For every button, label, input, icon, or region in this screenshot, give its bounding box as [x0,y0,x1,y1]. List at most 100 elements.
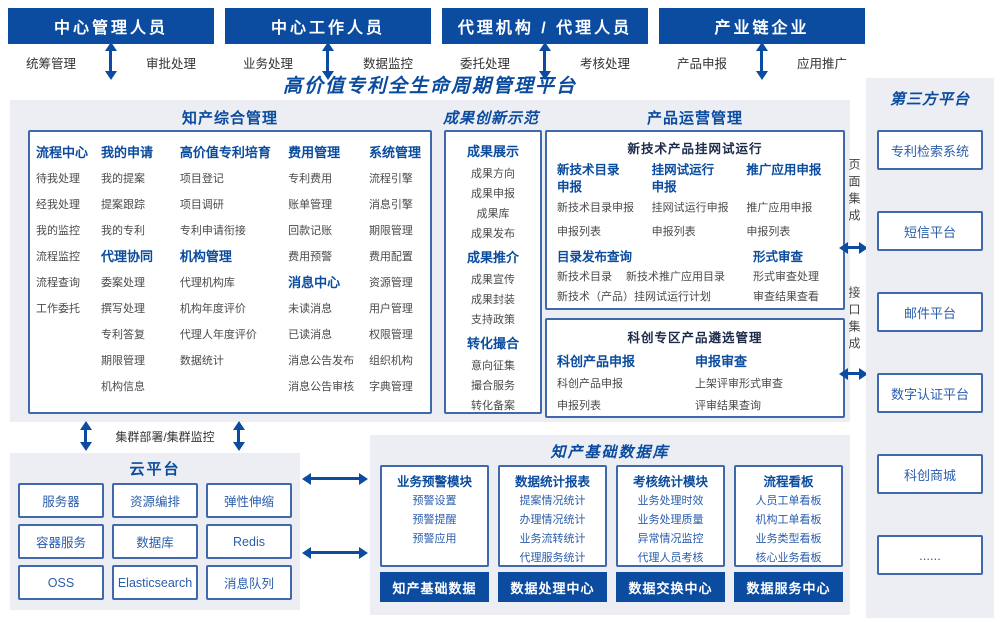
menu-item: 支持政策 [471,314,515,326]
section-title-ip-database: 知产基础数据库 [550,444,670,461]
database-module-box: 流程看板 人员工单看板机构工单看板业务类型看板核心业务看板 [734,465,843,567]
role-banner-row: 中心管理人员 统筹管理 审批处理 中心工作人员 业务处理 数据监控 代理机构 /… [8,8,865,72]
menu-items: 上架评审形式审查评审结果查询 [695,373,833,417]
menu-item: 意向征集 [471,360,515,372]
menu-item: 上架评审形式审查 [695,378,783,390]
database-center-bar: 数据服务中心 [734,572,843,602]
menu-item: 专利费用 [288,173,333,185]
menu-group-header: 高价值专利培育 [179,145,271,160]
menu-item: 我的监控 [36,225,80,237]
menu-items: 流程引擎消息引擎期限管理费用配置资源管理用户管理权限管理组织机构字典管理 [369,166,424,400]
updown-double-arrow-icon [84,429,87,443]
menu-group: 系统管理 流程引擎消息引擎期限管理费用配置资源管理用户管理权限管理组织机构字典管… [369,140,424,400]
menu-items: 代理机构库机构年度评价代理人年度评价数据统计 [180,270,280,374]
menu-column: 挂网试运行申报 挂网试运行申报申报列表 [652,162,739,244]
role-banner: 产业链企业 [659,8,865,44]
menu-item: 挂网试运行申报 [651,202,729,214]
updown-double-arrow-icon [109,50,112,72]
catalog-query-group: 目录发布查询 新技术目录新技术推广应用目录 新技术（产品）挂网试运行计划 [557,247,753,307]
menu-item: 新技术目录 [557,271,612,283]
third-party-panel: 第三方平台 专利检索系统短信平台邮件平台数字认证平台科创商城...... [866,78,994,618]
menu-item: 预警提醒 [412,514,457,526]
menu-items: 待我处理经我处理我的监控流程监控流程查询工作委托 [36,166,93,322]
cloud-service-box: 资源编排 [112,483,198,518]
cloud-service-box: 弹性伸缩 [206,483,292,518]
role-function-left-label: 统筹管理 [26,57,77,71]
updown-double-arrow-icon [326,50,329,72]
updown-double-arrow-icon [543,50,546,72]
menu-items: 提案情况统计办理情况统计业务流转统计代理服务统计 [500,492,605,568]
menu-item: 代理机构库 [179,277,235,289]
menu-column: 流程中心 待我处理经我处理我的监控流程监控流程查询工作委托 [36,140,93,404]
menu-group-header: 数据统计报表 [514,475,590,489]
third-party-box: 数字认证平台 [877,373,983,413]
menu-group-header: 系统管理 [368,145,421,160]
menu-item: 新技术（产品）挂网试运行计划 [557,291,711,303]
declare-columns: 科创产品申报 科创产品申报申报列表 申报审查 上架评审形式审查评审结果查询 [557,351,833,417]
menu-item: 我的提案 [101,173,146,185]
menu-item: 形式审查处理 [753,271,819,283]
menu-item: 评审结果查询 [695,400,761,412]
menu-item: 成果宣传 [471,274,515,286]
menu-group-header: 形式审查 [753,250,804,264]
menu-group-header: 成果推介 [466,250,519,265]
third-party-box: 科创商城 [877,454,983,494]
menu-group: 消息中心 未读消息已读消息消息公告发布消息公告审核 [288,270,361,400]
menu-group: 成果推介 成果宣传成果封装支持政策 [448,246,538,330]
menu-group-header: 科创产品申报 [557,354,636,369]
scitech-selection-box: 科创专区产品遴选管理 科创产品申报 科创产品申报申报列表 申报审查 上架评审形式… [545,318,845,418]
menu-group-header: 申报审查 [695,354,748,369]
menu-item: 消息公告发布 [288,355,355,367]
role-group: 中心工作人员 业务处理 数据监控 [225,8,431,72]
menu-item: 数据统计 [179,355,224,367]
cloud-service-box: Elasticsearch [112,565,198,600]
menu-item: 业务类型看板 [755,533,822,545]
menu-group: 流程中心 待我处理经我处理我的监控流程监控流程查询工作委托 [36,140,93,322]
menu-items: 推广应用申报申报列表 [746,196,833,244]
menu-items: 人员工单看板机构工单看板业务类型看板核心业务看板 [736,492,841,568]
ip-management-box: 流程中心 待我处理经我处理我的监控流程监控流程查询工作委托 我的申请 我的提案提… [28,130,432,414]
menu-group-header: 机构管理 [179,249,232,264]
leftright-double-arrow-icon [310,551,360,554]
third-party-box: ...... [877,535,983,575]
menu-group: 转化撮合 意向征集撮合服务转化备案 [448,332,538,416]
menu-item: 成果封装 [471,294,515,306]
subbox-title: 科创专区产品遴选管理 [627,331,763,345]
role-function-left-label: 业务处理 [243,57,294,71]
menu-item: 代理人员考核 [637,552,704,564]
menu-item: 待我处理 [36,173,80,185]
menu-item: 专利答复 [101,329,146,341]
menu-item: 成果发布 [471,228,515,240]
menu-group-header: 转化撮合 [466,336,519,351]
menu-column: 新技术目录申报 新技术目录申报申报列表 [557,162,644,244]
menu-item: 申报列表 [651,226,696,238]
menu-item: 办理情况统计 [519,514,586,526]
database-center-bar: 数据处理中心 [498,572,607,602]
database-module-box: 数据统计报表 提案情况统计办理情况统计业务流转统计代理服务统计 [498,465,607,567]
menu-item: 账单管理 [288,199,333,211]
menu-item: 费用预警 [288,251,333,263]
menu-group-header: 成果展示 [466,144,519,159]
menu-item: 业务处理质量 [637,514,704,526]
menu-item: 资源管理 [368,277,413,289]
menu-item: 转化备案 [471,400,515,412]
menu-item: 预警应用 [412,533,457,545]
menu-items: 委案处理撰写处理专利答复期限管理机构信息 [101,270,172,400]
third-party-box: 专利检索系统 [877,130,983,170]
role-function-left-label: 委托处理 [460,57,511,71]
cloud-service-box: 服务器 [18,483,104,518]
menu-item: 成果申报 [471,188,515,200]
menu-items: 形式审查处理审查结果查看 [753,267,819,307]
role-function-right-label: 审批处理 [145,57,196,71]
role-banner: 中心工作人员 [225,8,431,44]
third-party-box: 邮件平台 [877,292,983,332]
third-party-box: 短信平台 [877,211,983,251]
page-integration-label: 页面集成 [847,158,861,226]
menu-item: 申报列表 [557,400,601,412]
role-function-right-label: 考核处理 [579,57,630,71]
menu-group-header: 我的申请 [101,145,154,160]
menu-item: 科创产品申报 [557,378,623,390]
menu-item: 代理服务统计 [519,552,586,564]
database-module-box: 业务预警模块 预警设置预警提醒预警应用 [380,465,489,567]
